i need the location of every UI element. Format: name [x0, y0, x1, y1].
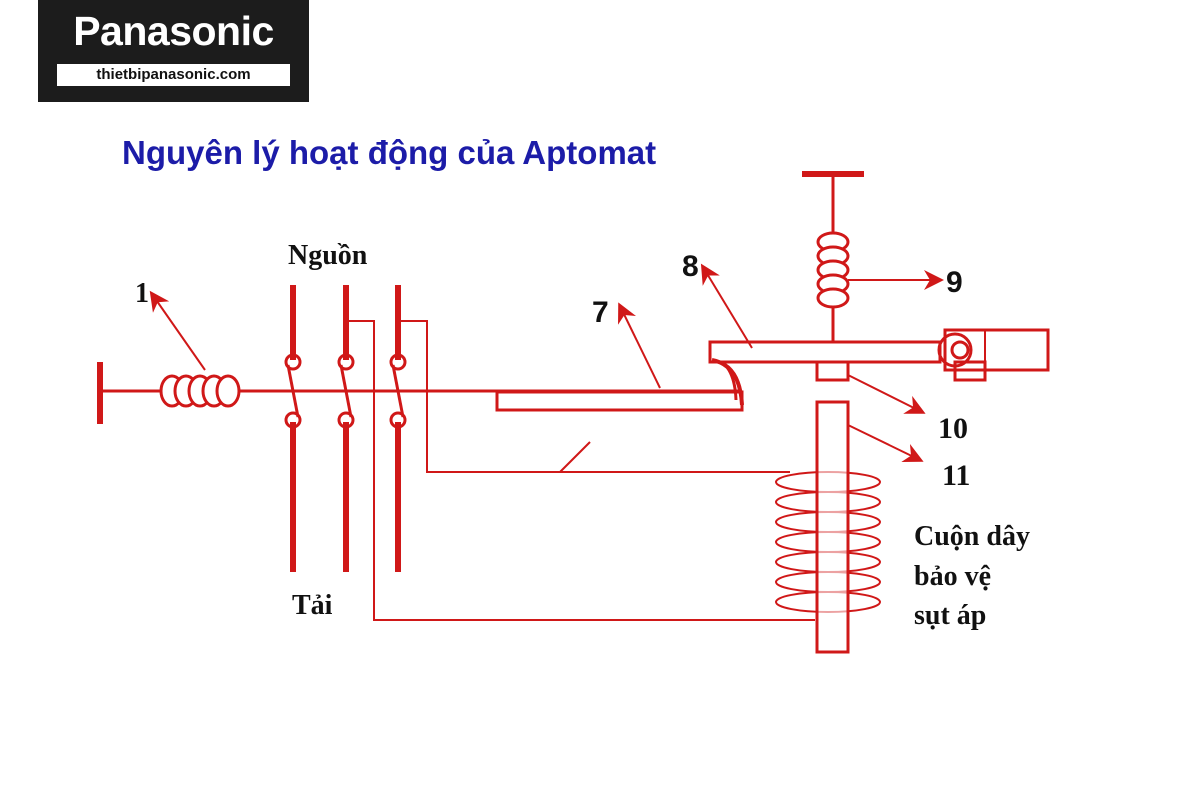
coil-caption-2: bảo vệ	[914, 561, 991, 592]
label-1: 1	[135, 278, 149, 309]
label-7: 7	[592, 296, 609, 329]
label-10: 10	[938, 412, 968, 445]
logo-brand: Panasonic	[73, 8, 274, 54]
latch-bar-7	[495, 390, 744, 412]
label-source: Nguồn	[288, 240, 368, 271]
logo-url: thietbipanasonic.com	[57, 64, 290, 86]
wire-coil-bottom	[346, 320, 815, 621]
armature-10	[815, 360, 850, 382]
label-11: 11	[942, 459, 970, 492]
arrow-11	[847, 424, 924, 462]
arrow-10	[847, 374, 926, 414]
wire-coil-top	[398, 320, 790, 473]
switch-poles	[290, 285, 401, 572]
label-load: Tải	[292, 590, 333, 621]
label-8: 8	[682, 250, 699, 283]
panasonic-logo: Panasonic thietbipanasonic.com	[38, 0, 309, 102]
label-9: 9	[946, 266, 963, 299]
switch-contacts	[284, 353, 407, 429]
lever-8	[708, 340, 942, 364]
arrow-7	[618, 302, 661, 389]
coil-caption-1: Cuộn dây	[914, 521, 1030, 552]
arrow-1	[149, 290, 206, 371]
coil-caption-3: sụt áp	[914, 600, 986, 631]
core-11	[815, 400, 850, 654]
diagram-title: Nguyên lý hoạt động của Aptomat	[122, 134, 657, 171]
overcurrent-coil	[159, 374, 241, 408]
arrow-8	[700, 263, 753, 349]
spring-9	[816, 231, 850, 309]
